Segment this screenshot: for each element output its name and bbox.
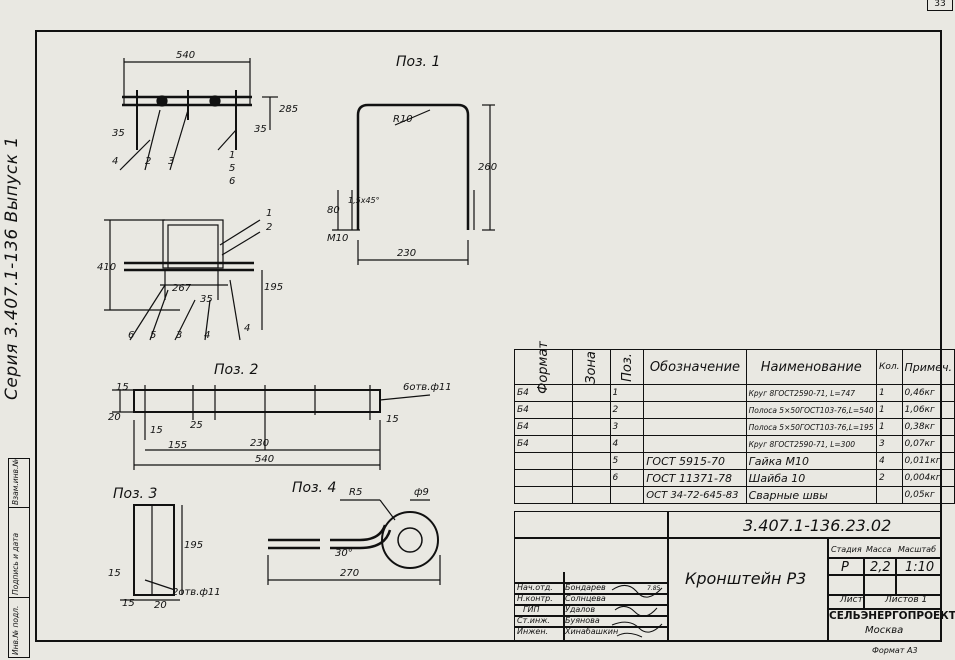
spec-header-designation: Обозначение — [643, 349, 747, 385]
dim-label: 15 — [386, 414, 399, 425]
callout: 4 — [204, 330, 211, 341]
callout: 2 — [266, 222, 273, 233]
drawing-frame — [35, 30, 942, 642]
callout: 6 — [229, 176, 236, 187]
dim-label: 230 — [397, 248, 417, 259]
dim-label: 15 — [116, 382, 129, 393]
dim-label: 267 — [172, 283, 192, 294]
dim-label: 195 — [184, 540, 204, 551]
dim-label: 1,5х45° — [348, 196, 380, 205]
spec-header-zone: Зона — [571, 349, 611, 385]
view-title-pos4: Поз. 4 — [292, 480, 337, 496]
document-code: 3.407.1-136.23.02 — [743, 516, 892, 535]
sheets-label: Листов 1 — [885, 595, 928, 605]
callout: 3 — [176, 330, 183, 341]
dim-label: 270 — [340, 568, 360, 579]
mass-label: Масса — [866, 545, 892, 554]
person-name: Удалов — [565, 605, 596, 614]
callout: 6 — [128, 330, 135, 341]
person-name: Хинабашкин — [565, 627, 619, 636]
person-role: Нач.отд. — [517, 583, 553, 592]
dim-label: 155 — [168, 440, 188, 451]
callout: 1 — [229, 150, 236, 161]
view-title-pos3: Поз. 3 — [113, 486, 158, 502]
dim-label: 15 — [150, 425, 163, 436]
stage-value: Р — [841, 560, 849, 575]
view-title-pos1: Поз. 1 — [396, 54, 441, 70]
dim-label: 20 — [108, 412, 121, 423]
dim-label: 285 — [279, 104, 299, 115]
scale-value: 1:10 — [905, 560, 935, 575]
callout: 4 — [244, 323, 251, 334]
dim-label: 35 — [254, 124, 267, 135]
city: Москва — [865, 625, 904, 636]
dim-label: 410 — [97, 262, 117, 273]
dim-label: 25 — [190, 420, 203, 431]
person-role: Ст.инж. — [517, 616, 550, 625]
dim-label: 35 — [112, 128, 125, 139]
person-role: Инжен. — [517, 627, 549, 636]
person-name: Буянова — [565, 616, 600, 625]
format-label: Формат А3 — [872, 646, 918, 655]
stage-label: Стадия — [831, 545, 862, 554]
mass-value: 2,2 — [870, 560, 891, 575]
dim-label: 20 — [154, 600, 167, 611]
person-role: ГИП — [523, 605, 540, 614]
person-name: Солнцева — [565, 594, 606, 603]
callout: 2 — [145, 156, 152, 167]
drawing-title: Кронштейн Р3 — [685, 569, 807, 588]
view-title-pos2: Поз. 2 — [214, 362, 259, 378]
callout: 1 — [266, 208, 273, 219]
page-number: 33 — [927, 0, 953, 11]
spec-header-format: Формат — [514, 341, 573, 393]
sheet-label: Лист — [840, 595, 863, 605]
dim-label: 195 — [264, 282, 284, 293]
spec-header-name: Наименование — [745, 349, 878, 385]
dim-label: ф9 — [414, 487, 429, 498]
title-block: 3.407.1-136.23.02 Кронштейн Р3 Стадия Ма… — [514, 511, 955, 642]
dim-label: 2отв.ф11 — [172, 587, 221, 598]
person-name: Бондарев — [565, 583, 606, 592]
dim-label: 260 — [478, 162, 498, 173]
dim-label: 30° — [335, 548, 353, 559]
dim-label: 540 — [255, 454, 275, 465]
dim-label: 6отв.ф11 — [403, 382, 452, 393]
dim-label: R10 — [393, 114, 413, 125]
dim-label: 540 — [176, 50, 196, 61]
side-stamp: Взам.инв.№ Подпись и дата Инв.№ подл. — [8, 458, 30, 658]
dim-label: 15 — [108, 568, 121, 579]
dim-label: 35 — [200, 294, 213, 305]
scale-label: Масштаб — [898, 545, 937, 554]
organization: СЕЛЬЭНЕРГОПРОЕКТ — [829, 610, 955, 622]
dim-label: 80 — [327, 205, 340, 216]
callout: 5 — [229, 163, 236, 174]
callout: 5 — [150, 330, 157, 341]
dim-label: М10 — [327, 233, 349, 244]
callout: 4 — [112, 156, 119, 167]
dim-label: 15 — [122, 598, 135, 609]
specification-table: Формат Зона Поз. Обозначение Наименовани… — [514, 341, 955, 504]
spec-header-qty: Кол. — [876, 349, 903, 385]
spec-header-pos: Поз. — [609, 349, 645, 385]
spec-header-note: Примеч. — [901, 349, 955, 385]
person-role: Н.контр. — [517, 594, 553, 603]
callout: 3 — [168, 156, 175, 167]
signature-date: 7.85 — [647, 585, 661, 592]
dim-label: R5 — [349, 487, 363, 498]
signatures — [611, 585, 663, 638]
dim-label: 230 — [250, 438, 270, 449]
